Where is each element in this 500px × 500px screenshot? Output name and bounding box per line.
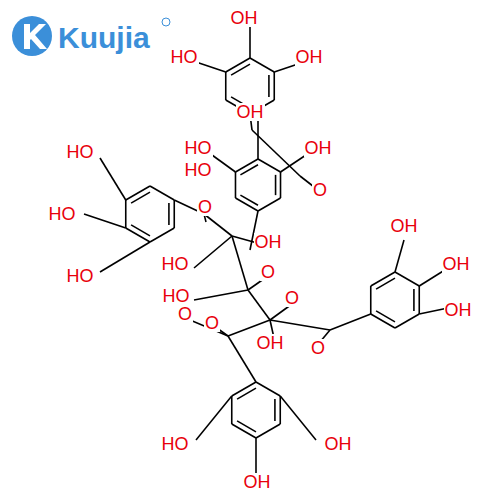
bond [231, 396, 233, 424]
atom-label: OH [236, 103, 265, 121]
bond [256, 424, 280, 438]
atom-label: HO [162, 287, 191, 305]
atom-label: OH [230, 9, 259, 27]
atom-label: OH [304, 139, 333, 157]
bond [100, 158, 126, 200]
bond [395, 314, 419, 328]
bond [258, 159, 281, 172]
bond [212, 155, 235, 172]
bond [273, 72, 275, 100]
bond [235, 172, 237, 198]
atom-label: HO [66, 267, 95, 285]
bond [274, 399, 276, 421]
bond [235, 198, 258, 211]
atom-label: O [310, 339, 326, 357]
bond [131, 225, 150, 236]
bond [248, 290, 270, 320]
bond [126, 228, 150, 242]
atom-label: HO [161, 255, 190, 273]
bond [100, 242, 150, 272]
bond [237, 421, 256, 432]
atom-label: OH [324, 435, 353, 453]
bond [232, 236, 248, 290]
bond [280, 396, 316, 440]
bond [257, 120, 259, 159]
atom-label: OH [444, 301, 473, 319]
bond [395, 272, 419, 286]
bond [240, 195, 258, 205]
bond [258, 198, 281, 211]
bond [268, 75, 270, 97]
bond [131, 192, 150, 203]
bond [232, 424, 256, 438]
atom-label: O [197, 198, 213, 216]
bond [279, 396, 281, 424]
atom-label: HO [66, 143, 95, 161]
bond [371, 272, 395, 286]
bond [240, 165, 258, 175]
atom-label: O [204, 314, 220, 332]
atom-label: HO [184, 139, 213, 157]
logo-icon [12, 16, 170, 56]
bond [196, 62, 226, 72]
bond [194, 236, 232, 268]
bond [150, 186, 174, 200]
atom-label: HO [184, 161, 213, 179]
bond-lines [84, 26, 448, 474]
bond [235, 159, 258, 172]
bond [226, 58, 250, 72]
atom-label: HO [48, 205, 77, 223]
bond [126, 186, 150, 200]
atom-label: O [177, 305, 193, 323]
bond [196, 396, 232, 440]
bond [84, 214, 126, 228]
bond [413, 289, 415, 311]
bond [232, 382, 256, 396]
bond [252, 130, 300, 176]
bond [395, 240, 404, 272]
bond [376, 311, 395, 322]
bond [249, 26, 251, 58]
atom-label: HO [161, 435, 190, 453]
bond [168, 203, 170, 225]
bond [255, 438, 257, 474]
bond [125, 200, 127, 228]
bond [173, 200, 175, 228]
logo-text: Kuujia [58, 22, 150, 54]
bond [150, 228, 174, 242]
bond [275, 175, 277, 195]
bond [237, 388, 256, 399]
atom-label: OH [390, 217, 419, 235]
atom-label: HO [170, 48, 199, 66]
bond [250, 58, 274, 72]
bond [256, 382, 280, 396]
bond [225, 72, 227, 100]
bond [194, 290, 248, 300]
bond [330, 314, 371, 330]
atom-label: OH [442, 255, 471, 273]
bond [370, 286, 372, 314]
bond [376, 278, 395, 289]
bond [231, 64, 250, 75]
atom-label: O [312, 181, 328, 199]
atom-label: OH [295, 48, 324, 66]
atom-label: O [260, 263, 276, 281]
bond [204, 214, 232, 236]
atom-label: OH [254, 233, 283, 251]
bond [418, 286, 420, 314]
bond [280, 172, 282, 198]
bond [371, 314, 395, 328]
bond [270, 320, 330, 330]
bond [228, 336, 256, 382]
atom-label: O [284, 289, 300, 307]
atom-label: OH [256, 334, 285, 352]
atom-label: OH [243, 473, 272, 491]
